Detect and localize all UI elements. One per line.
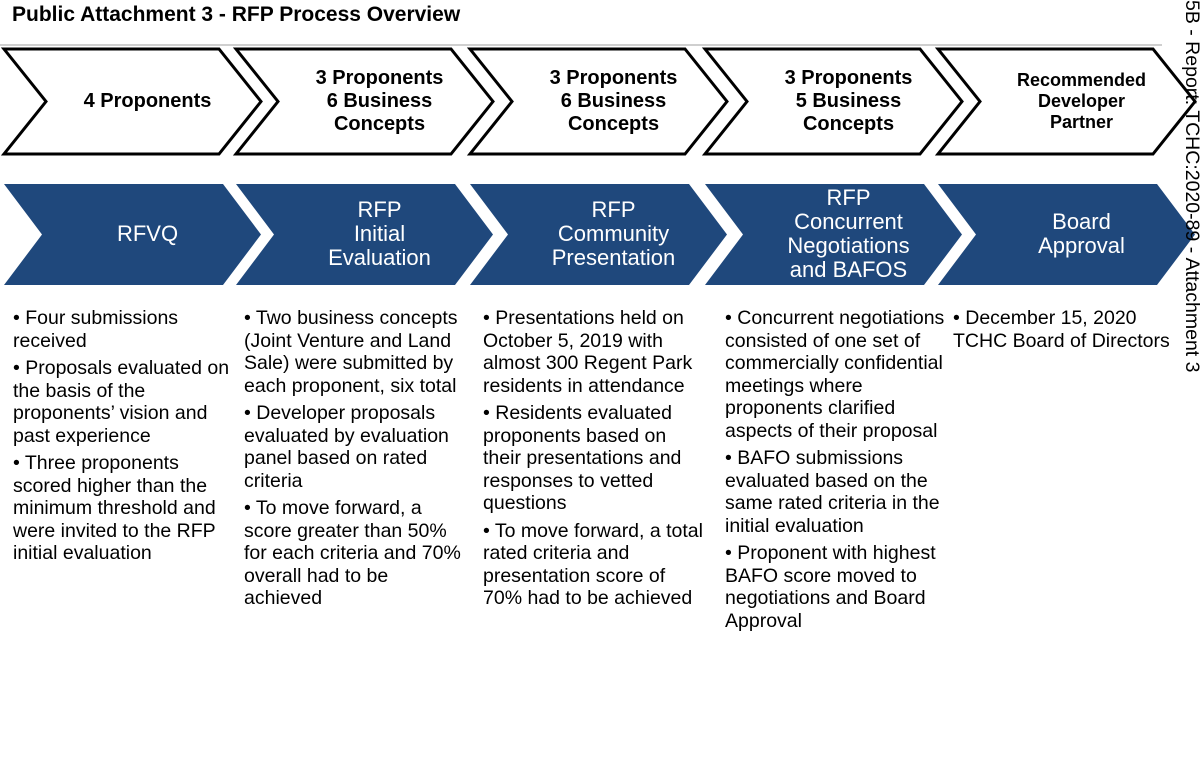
count-label-line: Concepts bbox=[802, 112, 895, 135]
stage-chevron-4 bbox=[705, 184, 962, 285]
detail-bullet: • To move forward, a score greater than … bbox=[244, 497, 461, 609]
count-chevron-1 bbox=[0, 47, 263, 156]
header-divider bbox=[0, 44, 1162, 46]
stage-label-line: Negotiations bbox=[787, 233, 910, 258]
stage-chevron-3 bbox=[470, 184, 727, 285]
detail-column-3: • Presentations held on October 5, 2019 … bbox=[483, 307, 709, 615]
stage-label-line: Initial bbox=[353, 221, 406, 246]
count-label-line: 3 Proponents bbox=[549, 66, 678, 89]
detail-bullet: • December 15, 2020 TCHC Board of Direct… bbox=[953, 307, 1170, 352]
stage-label-line: Board bbox=[1052, 209, 1111, 234]
stage-label-line: Concurrent bbox=[794, 209, 903, 234]
count-chevron-4 bbox=[701, 47, 964, 156]
page-title: Public Attachment 3 - RFP Process Overvi… bbox=[12, 3, 461, 26]
stage-chevron-5 bbox=[938, 184, 1195, 285]
stage-label-line: RFVQ bbox=[116, 221, 179, 246]
detail-bullet: • Three proponents scored higher than th… bbox=[13, 452, 216, 564]
stage-label-line: RFP bbox=[826, 185, 871, 210]
count-label-line: Recommended bbox=[1016, 69, 1147, 90]
count-label-line: 5 Business bbox=[795, 89, 902, 112]
detail-bullet: • To move forward, a total rated criteri… bbox=[483, 519, 703, 610]
stage-chevron-2 bbox=[236, 184, 493, 285]
stage-label-line: Approval bbox=[1038, 233, 1125, 258]
detail-bullet: • Four submissions received bbox=[13, 307, 179, 352]
detail-column-2: • Two business concepts (Joint Venture a… bbox=[244, 307, 470, 615]
detail-bullet: • Developer proposals evaluated by evalu… bbox=[244, 402, 449, 492]
count-label-line: 4 Proponents bbox=[83, 89, 212, 112]
stage-label-line: Community bbox=[557, 221, 670, 246]
detail-bullet: • Residents evaluated proponents based o… bbox=[483, 402, 682, 514]
stage-label-line: Evaluation bbox=[328, 245, 431, 270]
count-chevron-3 bbox=[466, 47, 729, 156]
stage-label-line: RFP bbox=[357, 197, 402, 222]
detail-bullet: • BAFO submissions evaluated based on th… bbox=[725, 447, 940, 537]
detail-bullet: • Proposals evaluated on the basis of th… bbox=[13, 357, 230, 447]
count-label-line: 6 Business bbox=[560, 89, 667, 112]
count-label-line: 3 Proponents bbox=[784, 66, 913, 89]
stage-label-line: and BAFOS bbox=[789, 257, 908, 282]
detail-bullet: • Proponent with highest BAFO score move… bbox=[725, 542, 936, 632]
stage-label-line: Presentation bbox=[551, 245, 676, 270]
count-label-line: Concepts bbox=[333, 112, 426, 135]
side-note: 5B - Report: TCHC:2020-89 - Attachment 3 bbox=[1181, 0, 1203, 373]
detail-column-5: • December 15, 2020 TCHC Board of Direct… bbox=[953, 307, 1179, 357]
detail-bullet: • Two business concepts (Joint Venture a… bbox=[244, 307, 458, 397]
count-label-line: 6 Business bbox=[326, 89, 433, 112]
count-chevron-5 bbox=[934, 47, 1197, 156]
detail-bullet: • Presentations held on October 5, 2019 … bbox=[483, 307, 693, 397]
detail-bullet: • Concurrent negotiations consisted of o… bbox=[725, 307, 945, 442]
detail-column-1: • Four submissions received • Proposals e… bbox=[13, 307, 239, 570]
count-label-line: 3 Proponents bbox=[315, 66, 444, 89]
process-chevrons bbox=[0, 47, 1197, 285]
stage-label-line: RFP bbox=[591, 197, 636, 222]
count-chevron-2 bbox=[232, 47, 495, 156]
count-label-line: Concepts bbox=[567, 112, 660, 135]
detail-column-4: • Concurrent negotiations consisted of o… bbox=[725, 307, 951, 637]
stage-label-1: RFVQ bbox=[53, 184, 243, 284]
stage-chevron-1 bbox=[4, 184, 261, 285]
count-label-line: Partner bbox=[1049, 111, 1114, 132]
count-label-line: Developer bbox=[1037, 90, 1126, 111]
count-label-1: 4 Proponents bbox=[53, 50, 243, 152]
